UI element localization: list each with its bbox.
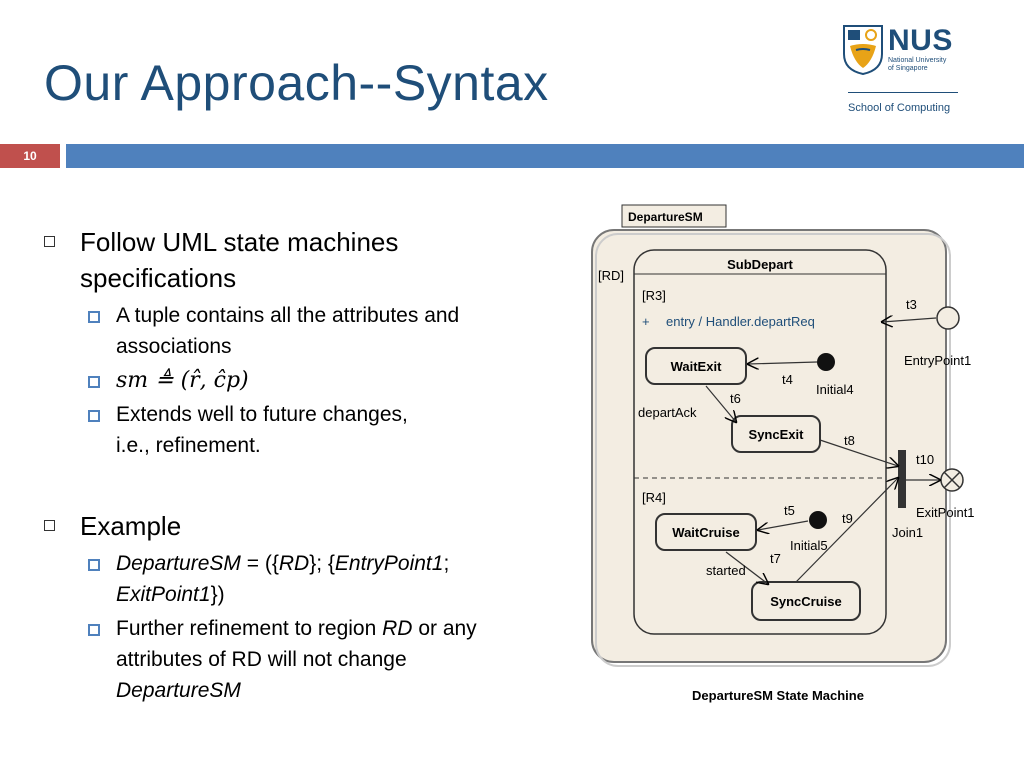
- logo-sub-line2: of Singapore: [888, 65, 928, 72]
- started-label: started: [706, 563, 746, 578]
- region-rd-label: [RD]: [598, 268, 624, 283]
- sub-bullet-line2: i.e., refinement.: [116, 434, 261, 457]
- state-waitexit: [645, 347, 747, 385]
- exitpoint1-label: ExitPoint1: [916, 505, 975, 520]
- exitpoint1-cross: [943, 471, 961, 489]
- initial5-node: [809, 511, 827, 529]
- transition-t6: [705, 385, 736, 422]
- diagram-tab-label: DepartureSM: [628, 210, 703, 224]
- t8-label: t8: [844, 433, 855, 448]
- sub-bullet-line2: associations: [116, 335, 232, 358]
- sub-bullet-departuresm: DepartureSM = ({RD}; {EntryPoint1; ExitP…: [44, 548, 584, 610]
- transition-t3: [882, 318, 937, 322]
- bullet-text: Example: [80, 511, 182, 541]
- crest-icon: [843, 25, 883, 76]
- sub-bullet-refinement: Further refinement to region RD or any a…: [44, 613, 584, 706]
- transition-t5: [758, 520, 809, 530]
- region-r3-label: [R3]: [642, 288, 666, 303]
- initial4-node: [817, 353, 835, 371]
- state-synccruise: [751, 581, 861, 621]
- join1-label: Join1: [892, 525, 923, 540]
- bullet-follow-uml: Follow UML state machines specifications: [44, 224, 584, 296]
- transition-t4: [748, 362, 818, 364]
- entry-plus: +: [642, 314, 650, 329]
- diagram-tab: [621, 204, 727, 228]
- bullet-text-line1: Follow UML state machines: [80, 227, 399, 257]
- square-bullet-icon: [88, 311, 100, 323]
- square-bullet-icon: [44, 236, 55, 247]
- sub-bullet-line2: attributes of RD will not change: [116, 648, 407, 671]
- state-syncexit: [731, 415, 821, 453]
- state-waitcruise-label: WaitCruise: [672, 525, 739, 540]
- bullet-list: Follow UML state machines specifications…: [44, 224, 584, 709]
- departack-label: departAck: [638, 405, 697, 420]
- sub-bullet-line3: DepartureSM: [116, 679, 241, 702]
- square-bullet-icon: [88, 410, 100, 422]
- logo-sub-line1: National University: [888, 57, 947, 64]
- nus-logo: NUS National University of Singapore Sch…: [842, 24, 962, 124]
- square-bullet-icon: [88, 376, 100, 388]
- logo-divider: [848, 92, 958, 93]
- sub-bullet-line1: Extends well to future changes,: [116, 403, 408, 426]
- bullet-text-line2: specifications: [80, 263, 237, 293]
- sub-bullet-line1: Further refinement to region RD or any: [116, 617, 477, 640]
- region-r4-label: [R4]: [642, 490, 666, 505]
- t7-label: t7: [770, 551, 781, 566]
- slide-title: Our Approach--Syntax: [44, 55, 549, 111]
- square-bullet-icon: [44, 520, 55, 531]
- state-syncexit-label: SyncExit: [749, 427, 805, 442]
- sub-bullet-formula: sm ≜ (r̂, ĉp): [44, 365, 584, 396]
- t3-label: t3: [906, 297, 917, 312]
- entry-action: entry / Handler.departReq: [666, 314, 815, 329]
- transition-t7: [725, 551, 768, 584]
- sub-bullet-line1: A tuple contains all the attributes and: [116, 304, 460, 327]
- t10-label: t10: [916, 452, 934, 467]
- slide-number: 10: [0, 144, 60, 168]
- t5-label: t5: [784, 503, 795, 518]
- state-synccruise-label: SyncCruise: [770, 594, 842, 609]
- diagram-caption: DepartureSM State Machine: [692, 688, 864, 703]
- initial4-label: Initial4: [816, 382, 854, 397]
- transition-t8: [819, 439, 898, 466]
- logo-subtitle: National University of Singapore: [888, 57, 946, 73]
- bullet-example: Example: [44, 508, 584, 544]
- sub-bullet-tuple: A tuple contains all the attributes and …: [44, 300, 584, 362]
- square-bullet-icon: [88, 624, 100, 636]
- state-waitexit-label: WaitExit: [671, 359, 722, 374]
- t6-label: t6: [730, 391, 741, 406]
- logo-name: NUS: [888, 24, 953, 57]
- departuresm-shadow: [595, 233, 951, 667]
- entrypoint1-node: [936, 306, 960, 330]
- sub-bullet-line1: DepartureSM = ({RD}; {EntryPoint1;: [116, 552, 450, 575]
- t9-label: t9: [842, 511, 853, 526]
- square-bullet-icon: [88, 559, 100, 571]
- diagram-canvas: DepartureSM [RD] SubDepart [R3] + entry …: [591, 204, 975, 703]
- entrypoint1-label: EntryPoint1: [904, 353, 971, 368]
- title-bar: [66, 144, 1024, 168]
- sub-bullet-extends: Extends well to future changes, i.e., re…: [44, 399, 584, 461]
- transition-t9: [795, 478, 898, 583]
- formula: sm ≜ (r̂, ĉp): [116, 368, 249, 393]
- subdepart-label: SubDepart: [727, 257, 793, 272]
- join1-bar: [898, 450, 906, 508]
- t4-label: t4: [782, 372, 793, 387]
- initial5-label: Initial5: [790, 538, 828, 553]
- sub-bullet-line2: ExitPoint1}): [116, 583, 225, 606]
- logo-school: School of Computing: [848, 102, 951, 114]
- state-machine-diagram: DepartureSM [RD] SubDepart [R3] + entry …: [586, 200, 1006, 720]
